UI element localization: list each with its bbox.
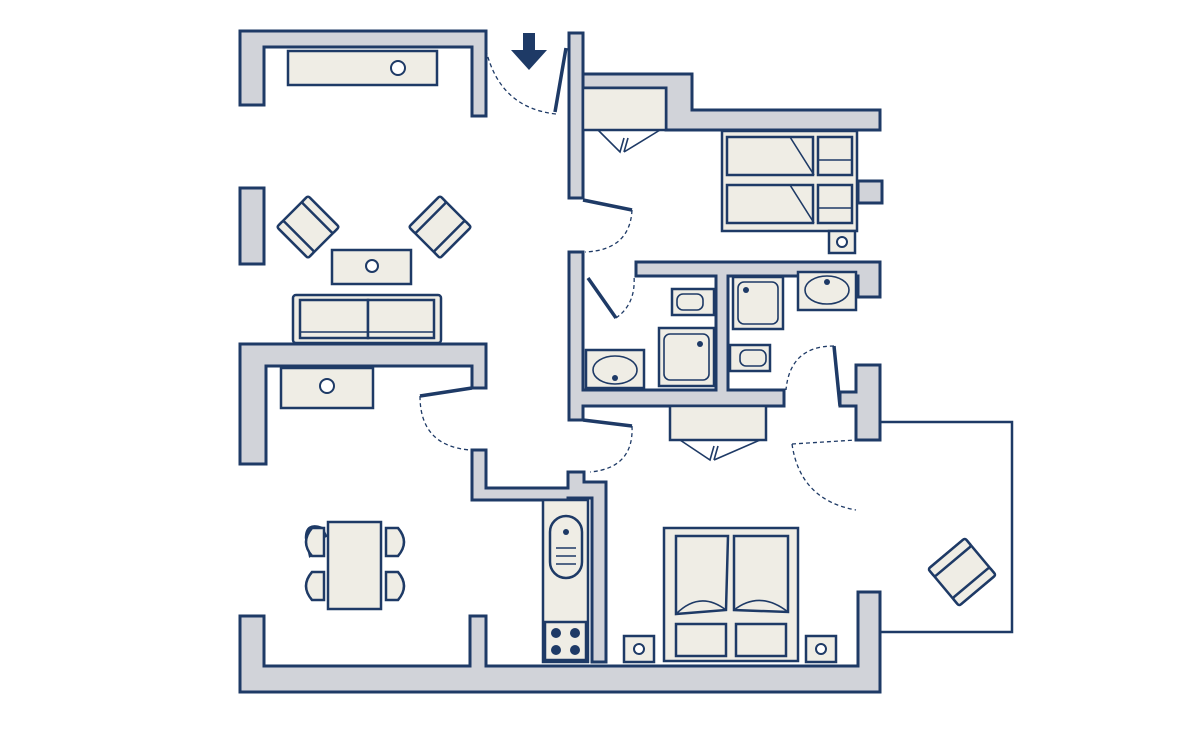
stove (543, 620, 588, 662)
wall-hall-upper (567, 31, 585, 200)
sofa (291, 293, 443, 345)
bidet-wc (670, 287, 716, 317)
bedroom-top (581, 86, 859, 255)
single-beds (720, 129, 859, 233)
kitchen (541, 498, 590, 664)
armchair-left (276, 195, 340, 259)
bathroom-door (832, 345, 842, 407)
doors (419, 47, 857, 511)
bathrooms (584, 270, 858, 462)
dining-area (304, 520, 406, 611)
hall-door (582, 418, 633, 428)
entrance-door (553, 47, 568, 113)
shower-wc (657, 326, 716, 388)
wall-living-left (238, 186, 266, 266)
sink (548, 514, 584, 580)
bedroom-door (582, 198, 633, 212)
bedroom-bottom (622, 526, 838, 664)
balcony-door-swing (791, 443, 857, 511)
arrow-down-icon (511, 33, 547, 70)
wall-bathroom (567, 250, 882, 422)
nightstand-left (622, 634, 656, 664)
wall-bottom (238, 590, 882, 694)
wardrobe-top (581, 86, 668, 132)
wardrobe-hall (668, 404, 768, 442)
balcony-chair (927, 537, 997, 607)
nightstand-right (804, 634, 838, 664)
balcony-outline (880, 420, 1014, 634)
living-room (276, 49, 472, 410)
bidet-main (728, 343, 772, 373)
basin-main (796, 270, 858, 312)
wall-living-kitchen-divider (238, 342, 488, 466)
living-door (419, 386, 473, 398)
shower-main (731, 275, 785, 331)
dining-table (326, 520, 383, 611)
wall-bedroom-right-stub (856, 179, 884, 205)
wall-living-top (238, 29, 488, 118)
wc-door (586, 276, 618, 320)
armchair-right (408, 195, 472, 259)
wall-balcony-stub (838, 363, 882, 442)
sideboard-top (286, 49, 439, 87)
